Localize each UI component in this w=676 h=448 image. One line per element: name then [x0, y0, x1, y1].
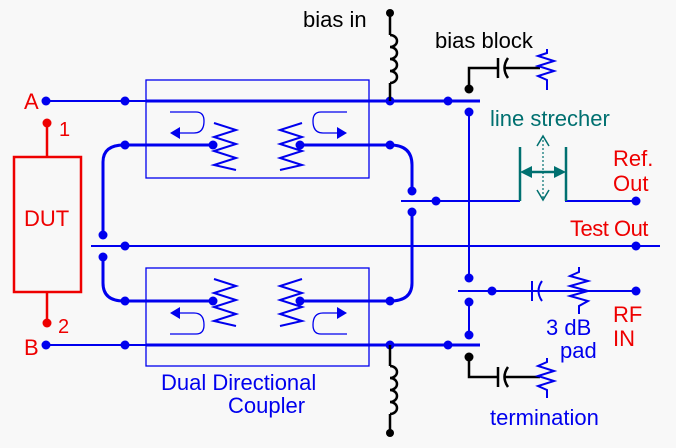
junction-dots — [41, 96, 641, 350]
coupler-resistor — [210, 122, 306, 327]
inductor-icon-bottom — [386, 345, 399, 437]
termination-label: termination — [490, 405, 599, 430]
rf-in-label-2: IN — [613, 326, 635, 351]
coupler-box-bottom — [145, 267, 370, 367]
bias-block-capacitor-icon — [467, 57, 540, 89]
bias-in-label: bias in — [303, 7, 367, 32]
bias-block-resistor-icon — [534, 49, 558, 90]
wire-top-coupled — [101, 143, 414, 238]
port-a-label: A — [24, 89, 39, 114]
ref-out-label-2: Out — [613, 171, 648, 196]
rf-in-label-1: RF — [613, 302, 642, 327]
coupler-label-2: Coupler — [228, 393, 305, 418]
rf-capacitor-icon — [531, 280, 543, 302]
switch-ref[interactable] — [401, 186, 520, 217]
dut-block — [12, 118, 83, 328]
line-strecher-icon[interactable] — [518, 134, 641, 206]
pad-label-1: 3 dB — [546, 315, 591, 340]
line-strecher-label: line strecher — [490, 106, 610, 131]
switch-rf[interactable] — [458, 273, 641, 340]
dut-label: DUT — [24, 206, 69, 231]
coupler-box-top — [145, 79, 370, 179]
pad-label-2: pad — [560, 338, 597, 363]
coupler-label-1: Dual Directional — [161, 370, 316, 395]
termination-resistor-icon — [534, 358, 558, 398]
bias-block-label: bias block — [435, 28, 534, 53]
switch-left[interactable] — [98, 230, 130, 262]
pin-2-label: 2 — [58, 316, 69, 338]
test-out-label: Test Out — [570, 216, 648, 241]
wire-bottom-coupled — [101, 212, 414, 303]
port-b-label: B — [24, 335, 39, 360]
termination-capacitor-icon — [467, 357, 540, 388]
switch-bottom-right[interactable] — [443, 340, 474, 362]
pad-resistor-icon — [566, 267, 592, 314]
coupler-arrow-icon — [170, 111, 347, 335]
ref-out-label-1: Ref. — [613, 146, 653, 171]
inductor-icon-top — [386, 9, 399, 101]
pin-1-label: 1 — [59, 119, 70, 141]
